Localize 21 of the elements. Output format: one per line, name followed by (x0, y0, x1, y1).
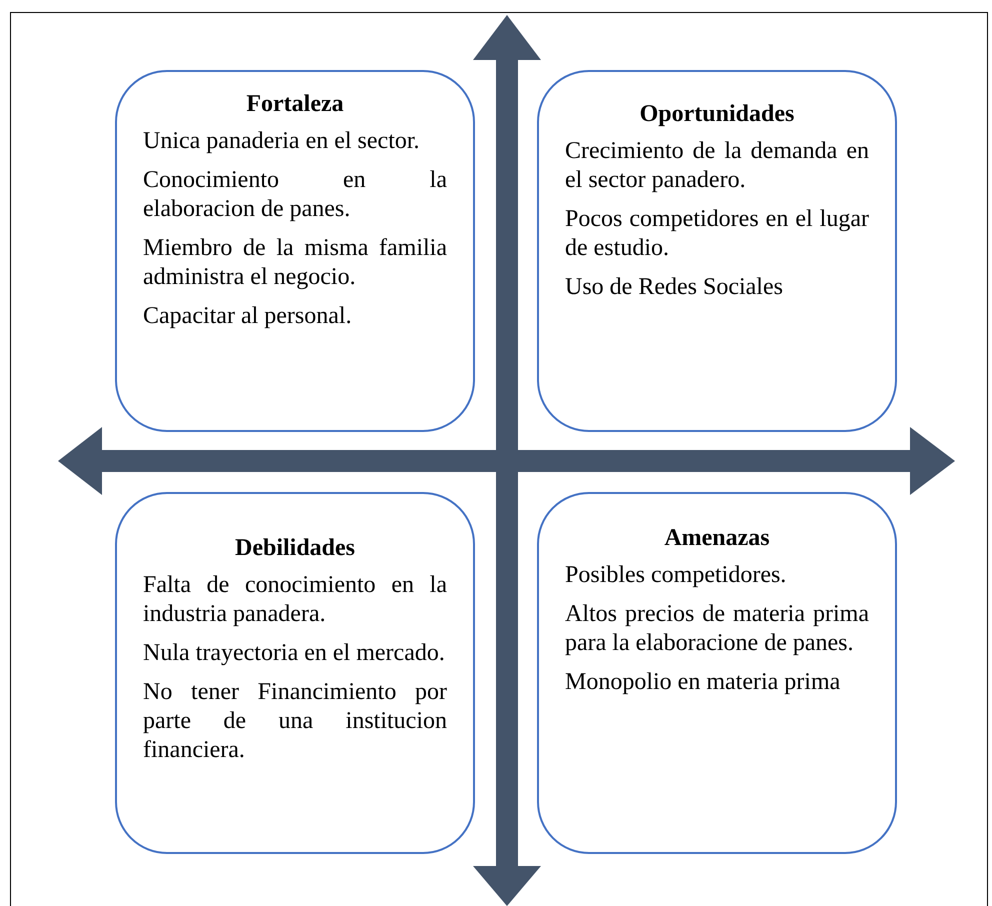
body-text: Nula trayectoria en el mercado. (143, 639, 446, 668)
box-heading: Debilidades (234, 534, 356, 563)
body-text: Capacitar al personal. (143, 302, 353, 331)
rounded-box (115, 70, 475, 432)
box-heading: Oportunidades (638, 100, 796, 129)
body-text: No tener Financimiento por parte de una institucion financiera. (143, 678, 447, 765)
body-text: Altos precios de materia prima para la elaboracione de panes. (565, 600, 869, 658)
body-text: Posibles competidores. (565, 561, 788, 590)
body-text: Monopolio en materia prima (565, 668, 842, 697)
box-heading: Amenazas (663, 524, 771, 553)
body-text: Unica panaderia en el sector. (143, 127, 421, 156)
body-text: Conocimiento en la elaboracion de panes. (143, 166, 447, 224)
rounded-box (537, 70, 897, 432)
rounded-box (115, 492, 475, 854)
rounded-box (537, 492, 897, 854)
body-text: Miembro de la misma familia administra el negocio. (143, 234, 447, 292)
body-text: Falta de conocimiento en la industria panadera. (143, 571, 447, 629)
body-text: Crecimiento de la demanda en el sector panadero. (565, 137, 869, 195)
body-text: Uso de Redes Sociales (565, 273, 784, 302)
body-text: Pocos competidores en el lugar de estudio. (565, 205, 869, 263)
box-heading: Fortaleza (245, 90, 345, 119)
